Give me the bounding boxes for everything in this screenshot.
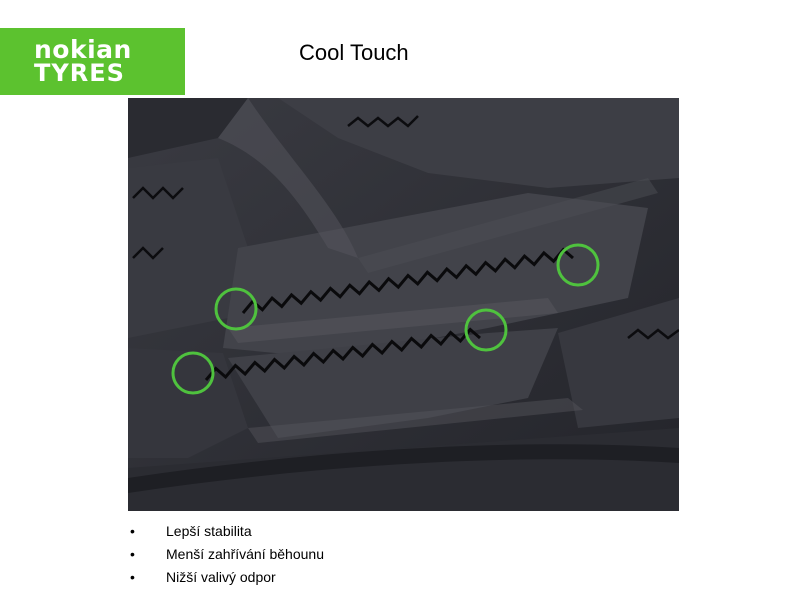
feature-list: • Lepší stabilita • Menší zahřívání běhoun… — [128, 520, 324, 589]
sipe-lower — [204, 327, 481, 381]
bullet-icon: • — [130, 546, 135, 562]
highlight-circle-4 — [171, 351, 215, 395]
slide-title: Cool Touch — [299, 40, 409, 65]
list-item-text: Nižší valivý odpor — [166, 569, 276, 585]
list-item-text: Lepší stabilita — [166, 523, 252, 539]
logo-line-tyres: TYRES — [34, 58, 125, 87]
list-item: • Nižší valivý odpor — [128, 566, 324, 589]
highlight-circle-3 — [464, 308, 508, 352]
tread-photo — [128, 98, 679, 511]
highlight-circle-2 — [556, 243, 600, 287]
list-item: • Menší zahřívání běhounu — [128, 543, 324, 566]
bullet-icon: • — [130, 523, 135, 539]
bullet-icon: • — [130, 569, 135, 585]
list-item: • Lepší stabilita — [128, 520, 324, 543]
list-item-text: Menší zahřívání běhounu — [166, 546, 324, 562]
highlight-circle-1 — [214, 287, 258, 331]
tread-illustration — [128, 98, 679, 511]
nokian-tyres-logo: nokian TYRES — [0, 28, 185, 95]
sipe-upper — [241, 247, 574, 314]
logo-line-nokian: nokian — [34, 34, 132, 64]
